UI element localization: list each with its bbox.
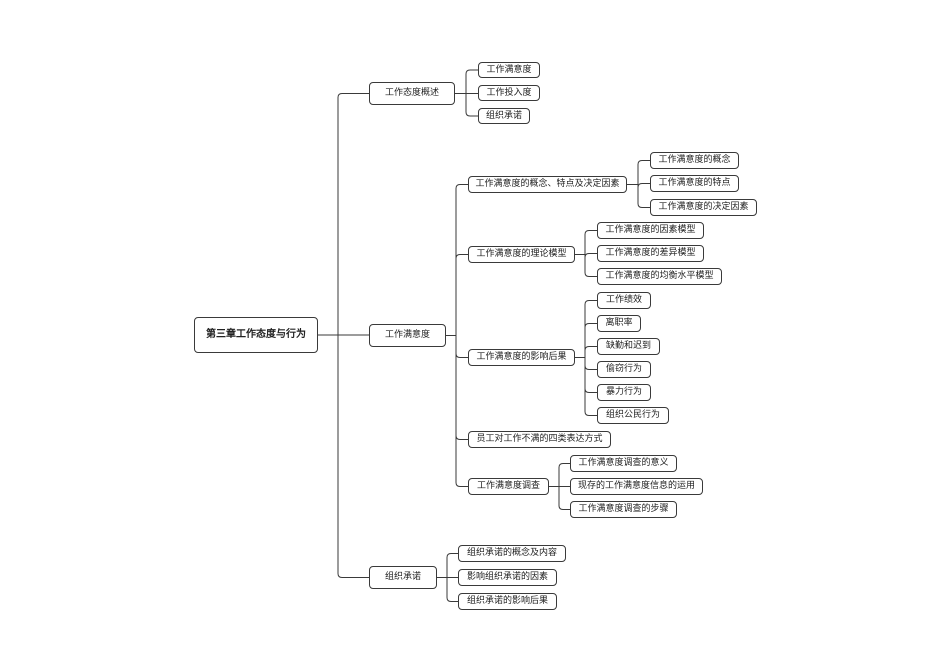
node-concept-item-1[interactable]: 工作满意度的概念 — [650, 152, 739, 169]
connector-concept — [627, 160, 650, 208]
node-overview-item-2[interactable]: 工作投入度 — [478, 85, 540, 101]
connector-root — [318, 93, 369, 578]
node-four-ways[interactable]: 员工对工作不满的四类表达方式 — [468, 431, 611, 448]
node-overview-item-3[interactable]: 组织承诺 — [478, 108, 530, 124]
node-concept-item-3[interactable]: 工作满意度的决定因素 — [650, 199, 757, 216]
node-commitment-item-2[interactable]: 影响组织承诺的因素 — [458, 569, 557, 586]
node-theory-item-3[interactable]: 工作满意度的均衡水平模型 — [597, 268, 722, 285]
node-effects-item-6[interactable]: 组织公民行为 — [597, 407, 669, 424]
node-commitment-item-3[interactable]: 组织承诺的影响后果 — [458, 593, 557, 610]
node-survey-item-1[interactable]: 工作满意度调查的意义 — [570, 455, 677, 472]
node-theory-item-2[interactable]: 工作满意度的差异模型 — [597, 245, 704, 262]
connector-theory — [575, 230, 597, 277]
node-effects-item-2[interactable]: 离职率 — [597, 315, 641, 332]
root-node[interactable]: 第三章工作态度与行为 — [194, 317, 318, 353]
node-concept[interactable]: 工作满意度的概念、特点及决定因素 — [468, 176, 627, 193]
connector-satisfaction — [446, 184, 468, 487]
node-survey-item-3[interactable]: 工作满意度调查的步骤 — [570, 501, 677, 518]
node-theory[interactable]: 工作满意度的理论模型 — [468, 246, 575, 263]
node-effects[interactable]: 工作满意度的影响后果 — [468, 349, 575, 366]
connector-overview — [455, 69, 478, 117]
node-satisfaction[interactable]: 工作满意度 — [369, 324, 446, 347]
node-effects-item-1[interactable]: 工作绩效 — [597, 292, 651, 309]
node-survey-item-2[interactable]: 现存的工作满意度信息的运用 — [570, 478, 703, 495]
connector-survey — [549, 463, 570, 510]
node-survey[interactable]: 工作满意度调查 — [468, 478, 549, 495]
node-effects-item-5[interactable]: 暴力行为 — [597, 384, 651, 401]
node-commitment-item-1[interactable]: 组织承诺的概念及内容 — [458, 545, 566, 562]
connector-commitment — [437, 553, 458, 602]
node-concept-item-2[interactable]: 工作满意度的特点 — [650, 175, 739, 192]
connector-effects — [575, 300, 597, 416]
node-commitment[interactable]: 组织承诺 — [369, 566, 437, 589]
node-overview-item-1[interactable]: 工作满意度 — [478, 62, 540, 78]
node-theory-item-1[interactable]: 工作满意度的因素模型 — [597, 222, 704, 239]
node-effects-item-4[interactable]: 偷窃行为 — [597, 361, 651, 378]
node-overview[interactable]: 工作态度概述 — [369, 82, 455, 105]
node-effects-item-3[interactable]: 缺勤和迟到 — [597, 338, 660, 355]
